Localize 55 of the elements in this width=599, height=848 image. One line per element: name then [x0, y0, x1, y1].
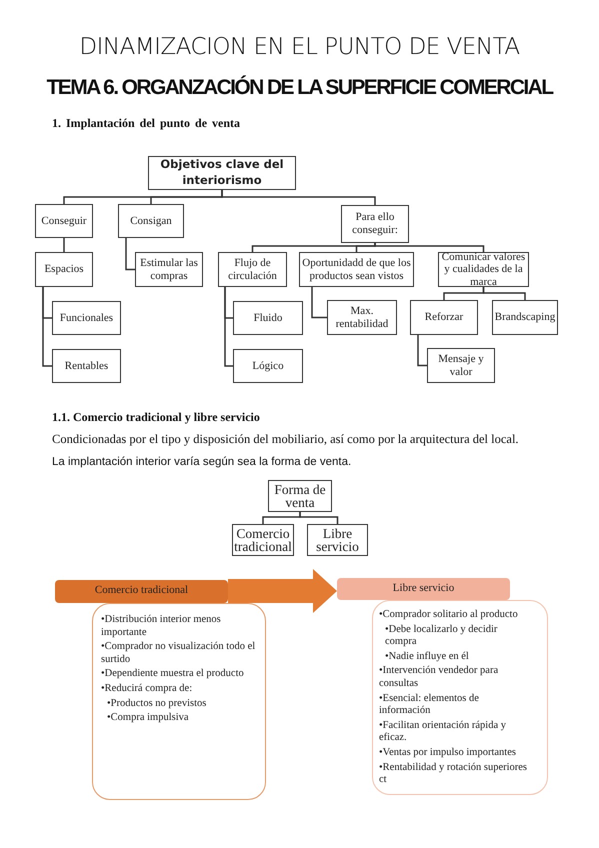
node-box: Max. rentabilidad: [327, 300, 397, 335]
list-item: •Compra impulsiva: [107, 712, 190, 725]
content-card: [372, 600, 548, 795]
connector-line: [224, 287, 233, 367]
connector-line: [311, 287, 327, 318]
connector-line: [482, 287, 526, 300]
list-item: •Distribución interior menos importante: [101, 614, 222, 640]
connector-line: [63, 238, 65, 252]
header-bar: Comercio tradicional: [55, 580, 228, 603]
node-box: Forma de venta: [268, 480, 332, 512]
node-box: Funcionales: [52, 301, 121, 335]
connector-line: [356, 243, 376, 252]
node-box: Espacios: [35, 252, 93, 287]
node-box: Estimular las compras: [135, 252, 203, 287]
list-item: •Intervención vendedor para consultas: [379, 665, 500, 691]
node-box: Flujo de circulación: [218, 252, 287, 287]
node-box: Brandscaping: [492, 300, 558, 335]
list-item: •Comprador solitario al producto: [379, 609, 519, 622]
node-box: Para ello conseguir:: [341, 205, 409, 243]
list-item: •Ventas por impulso importantes: [379, 746, 517, 760]
header-bar: Libre servicio: [337, 578, 510, 600]
node-box: Objetivos clave del interiorismo: [148, 156, 296, 190]
paragraph: La implantación interior varía según sea la forma de venta.: [52, 456, 352, 468]
node-box: Rentables: [52, 349, 121, 383]
page-title: DINAMIZACION EN EL PUNTO DE VENTA: [78, 34, 521, 60]
node-box: Conseguir: [35, 204, 93, 238]
subheading: 1.1. Comercio tradicional y libre servicio: [52, 410, 260, 425]
node-box: Libre servicio: [307, 524, 368, 556]
connector-line: [125, 238, 135, 270]
list-item: •Nadie influye en él: [385, 650, 470, 664]
connector-line: [42, 287, 52, 367]
section-heading: TEMA 6. ORGANZACIÓN DE LA SUPERFICIE COMERCIAL: [46, 76, 554, 100]
list-item: •Rentabilidad y rotación superiores ct: [379, 762, 528, 787]
content-card: [92, 603, 266, 800]
list-item: •Facilitan orientación rápida y eficaz.: [379, 720, 508, 745]
list-item: •Esencial: elementos de información: [379, 692, 480, 718]
list-item: •Comprador no visualización todo el surtido: [101, 641, 256, 666]
node-box: Oportunidadd de que los productos sean vistos: [299, 252, 414, 287]
connector-line: [221, 190, 376, 205]
node-box: Fluido: [233, 301, 303, 335]
node-box: Consigan: [118, 204, 184, 238]
subheading: 1. Implantación del punto de venta: [52, 116, 240, 131]
node-box: Reforzar: [410, 300, 478, 335]
list-item: •Debe localizarlo y decidir compra: [385, 624, 498, 649]
connector-line: [374, 243, 484, 252]
node-box: Mensaje y valor: [427, 348, 495, 383]
node-box: Comercio tradicional: [232, 524, 294, 556]
list-item: •Productos no previstos: [107, 698, 208, 710]
node-box: Lógico: [233, 349, 303, 383]
node-box: Comunicar valores y cualidades de la marca: [438, 252, 529, 287]
connector-line: [299, 512, 338, 524]
paragraph: Condicionadas por el tipo y disposición del mobiliario, así como por la arquitectura del local.: [52, 432, 519, 447]
list-item: •Reducirá compra de:: [101, 682, 194, 696]
connector-line: [417, 335, 427, 366]
list-item: •Dependiente muestra el producto: [101, 668, 245, 681]
